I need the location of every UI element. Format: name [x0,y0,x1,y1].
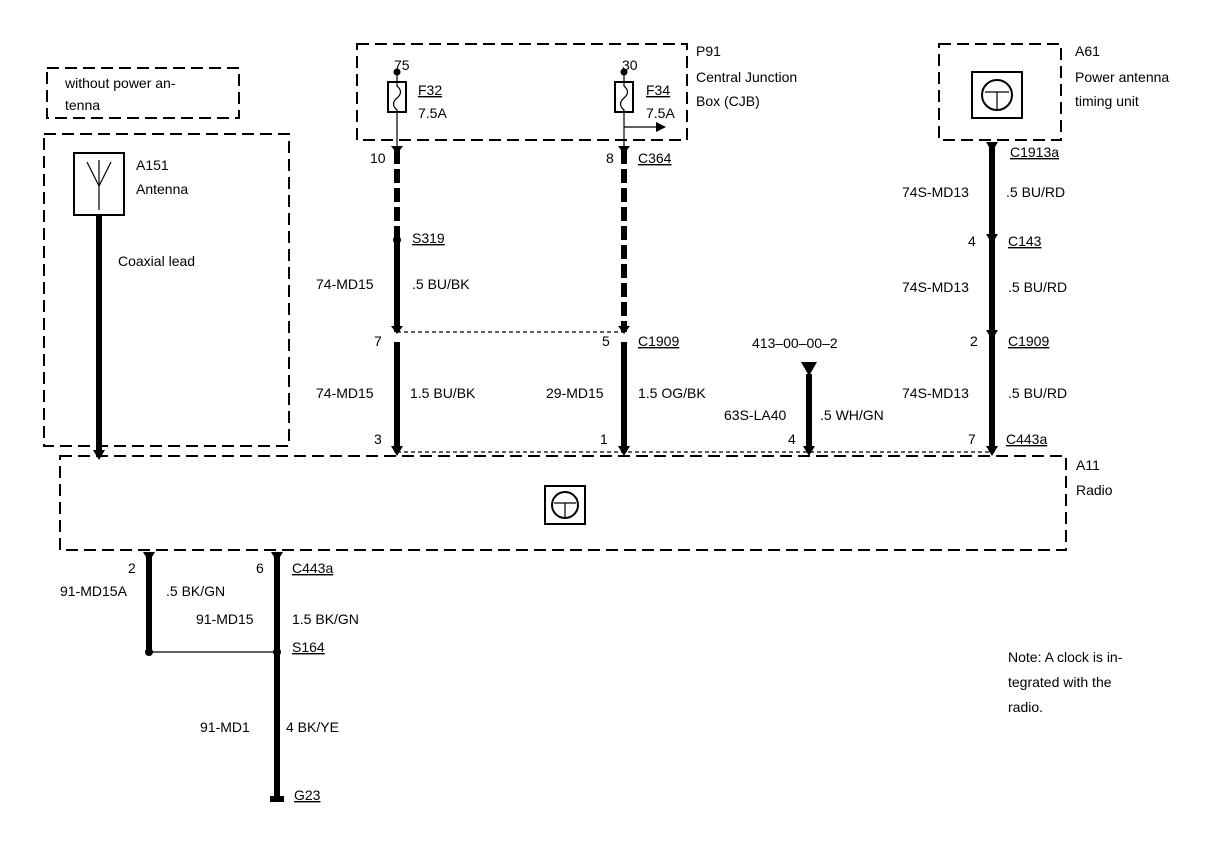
wire4-size-color3: .5 BU/RD [1008,385,1067,401]
fuse1-node [393,68,401,76]
pat-id: A61 [1075,43,1100,59]
wire4-circuit2: 74S-MD13 [902,279,969,295]
antenna-id: A151 [136,157,169,173]
wire4-pin-bottom: 7 [968,431,976,447]
wire4-pin2: 4 [968,233,976,249]
wire1-splice: S319 [412,230,445,246]
fuse1-id: F32 [418,82,442,98]
radio-id: A11 [1076,457,1100,473]
ground-icon [270,796,284,802]
fuse2-pin: 30 [622,57,638,73]
fuse2-rating: 7.5A [646,105,675,121]
wire2-size-color: 1.5 OG/BK [638,385,706,401]
wire1-pin-top: 10 [370,150,386,166]
antenna-icon [86,160,112,210]
module-icon [981,79,1013,111]
cjb-name-line1: Central Junction [696,69,797,85]
wire1-circuit2: 74-MD15 [316,385,374,401]
note-line2: tegrated with the [1008,674,1112,690]
wire2-pin-bottom: 1 [600,431,608,447]
wire4-connector-top: C1913a [1010,144,1059,160]
wire1-pin-bottom: 3 [374,431,382,447]
wire4-size-color: .5 BU/RD [1006,184,1065,200]
wire4-connector3: C1909 [1008,333,1049,349]
ground-left-circuit: 91-MD15A [60,583,128,599]
note-line3: radio. [1008,699,1043,715]
antenna-name: Antenna [136,181,188,197]
wire4-circuit3: 74S-MD13 [902,385,969,401]
wire1-circuit: 74-MD15 [316,276,374,292]
wire3-circuit: 63S-LA40 [724,407,786,423]
fuse2-arrow-icon [656,122,666,132]
pat-name-line1: Power antenna [1075,69,1169,85]
cjb-box [356,43,688,141]
cjb-name-line2: Box (CJB) [696,93,760,109]
wire1-pin-mid: 7 [374,333,382,349]
wire2-connector-top: C364 [638,150,672,166]
ref-arrow-icon [801,362,817,376]
wire4-connector2: C143 [1008,233,1042,249]
ground-right-circuit: 91-MD15 [196,611,254,627]
ground-id: G23 [294,787,321,803]
fuse1-pin: 75 [394,57,410,73]
fuse2-node [620,68,628,76]
antenna-module-box [43,133,290,447]
wire4-pin3: 2 [970,333,978,349]
pat-box [938,43,1062,141]
radio-module-icon [551,491,579,519]
ground-main-circuit: 91-MD1 [200,719,250,735]
wire3-size-color: .5 WH/GN [820,407,884,423]
wire2-pin-mid: 5 [602,333,610,349]
wire4-size-color2: .5 BU/RD [1008,279,1067,295]
ground-splice: S164 [292,639,325,655]
note-line1: Note: A clock is in- [1008,649,1123,665]
wire3-pin-bottom: 4 [788,431,796,447]
fuse1-rating: 7.5A [418,105,447,121]
ground-right-connector: C443a [292,560,333,576]
wire2-connector-mid: C1909 [638,333,679,349]
ground-left-size-color: .5 BK/GN [166,583,225,599]
splice-s319 [393,236,401,244]
radio-box [59,455,1067,551]
ground-left-pin: 2 [128,560,136,576]
cjb-id: P91 [696,43,721,59]
wire1-size-color: .5 BU/BK [412,276,470,292]
radio-name: Radio [1076,482,1113,498]
ground-main-size-color: 4 BK/YE [286,719,339,735]
wire2-circuit: 29-MD15 [546,385,604,401]
without-antenna-label-line2: tenna [65,97,100,113]
wire3-ref: 413–00–00–2 [752,335,838,351]
without-antenna-label-line1: without power an- [64,75,176,91]
ground-right-pin: 6 [256,560,264,576]
without-antenna-box [46,67,240,119]
fuse2-id: F34 [646,82,670,98]
wire4-circuit: 74S-MD13 [902,184,969,200]
wire1-size-color2: 1.5 BU/BK [410,385,476,401]
pat-name-line2: timing unit [1075,93,1139,109]
wire2-pin-top: 8 [606,150,614,166]
coaxial-lead-label: Coaxial lead [118,253,195,269]
wire4-connector-bottom: C443a [1006,431,1047,447]
ground-right-size-color: 1.5 BK/GN [292,611,359,627]
